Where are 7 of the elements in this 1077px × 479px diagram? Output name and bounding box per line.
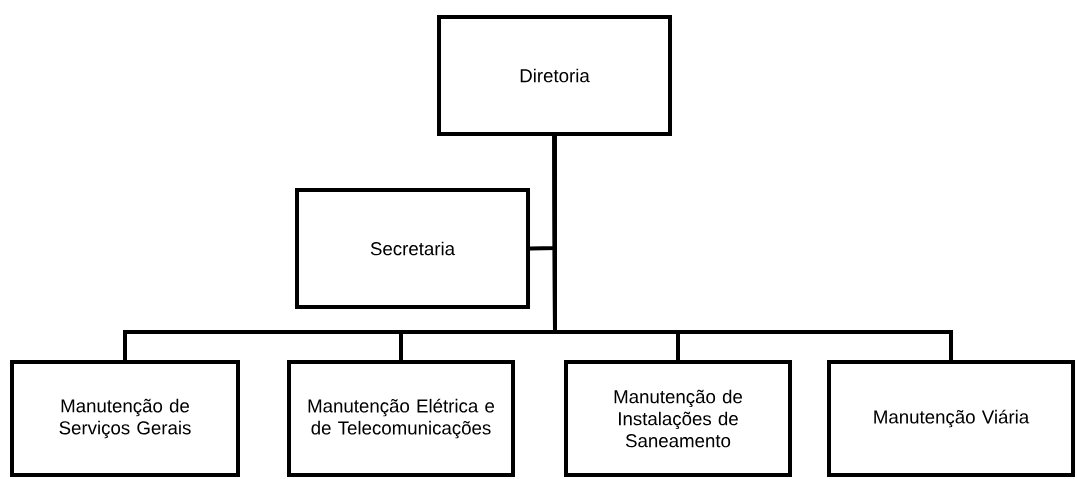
org-box: Diretoria: [437, 15, 672, 136]
org-box: Manutenção Elétrica e de Telecomunicações: [287, 360, 515, 477]
org-box: Secretaria: [295, 188, 530, 309]
org-box: Manutenção de Serviços Gerais: [10, 360, 240, 477]
org-box: Manutenção de Instalações de Saneamento: [564, 360, 792, 477]
connector-line: [552, 136, 953, 360]
org-box: Manutenção Viária: [827, 360, 1075, 477]
